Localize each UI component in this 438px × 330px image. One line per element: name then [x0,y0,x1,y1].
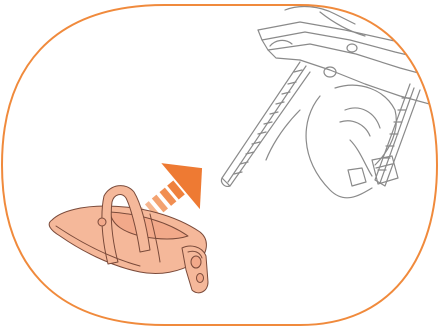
rounded-frame [2,5,437,325]
foot-strap-part [49,186,208,293]
machine-linework [221,7,437,198]
